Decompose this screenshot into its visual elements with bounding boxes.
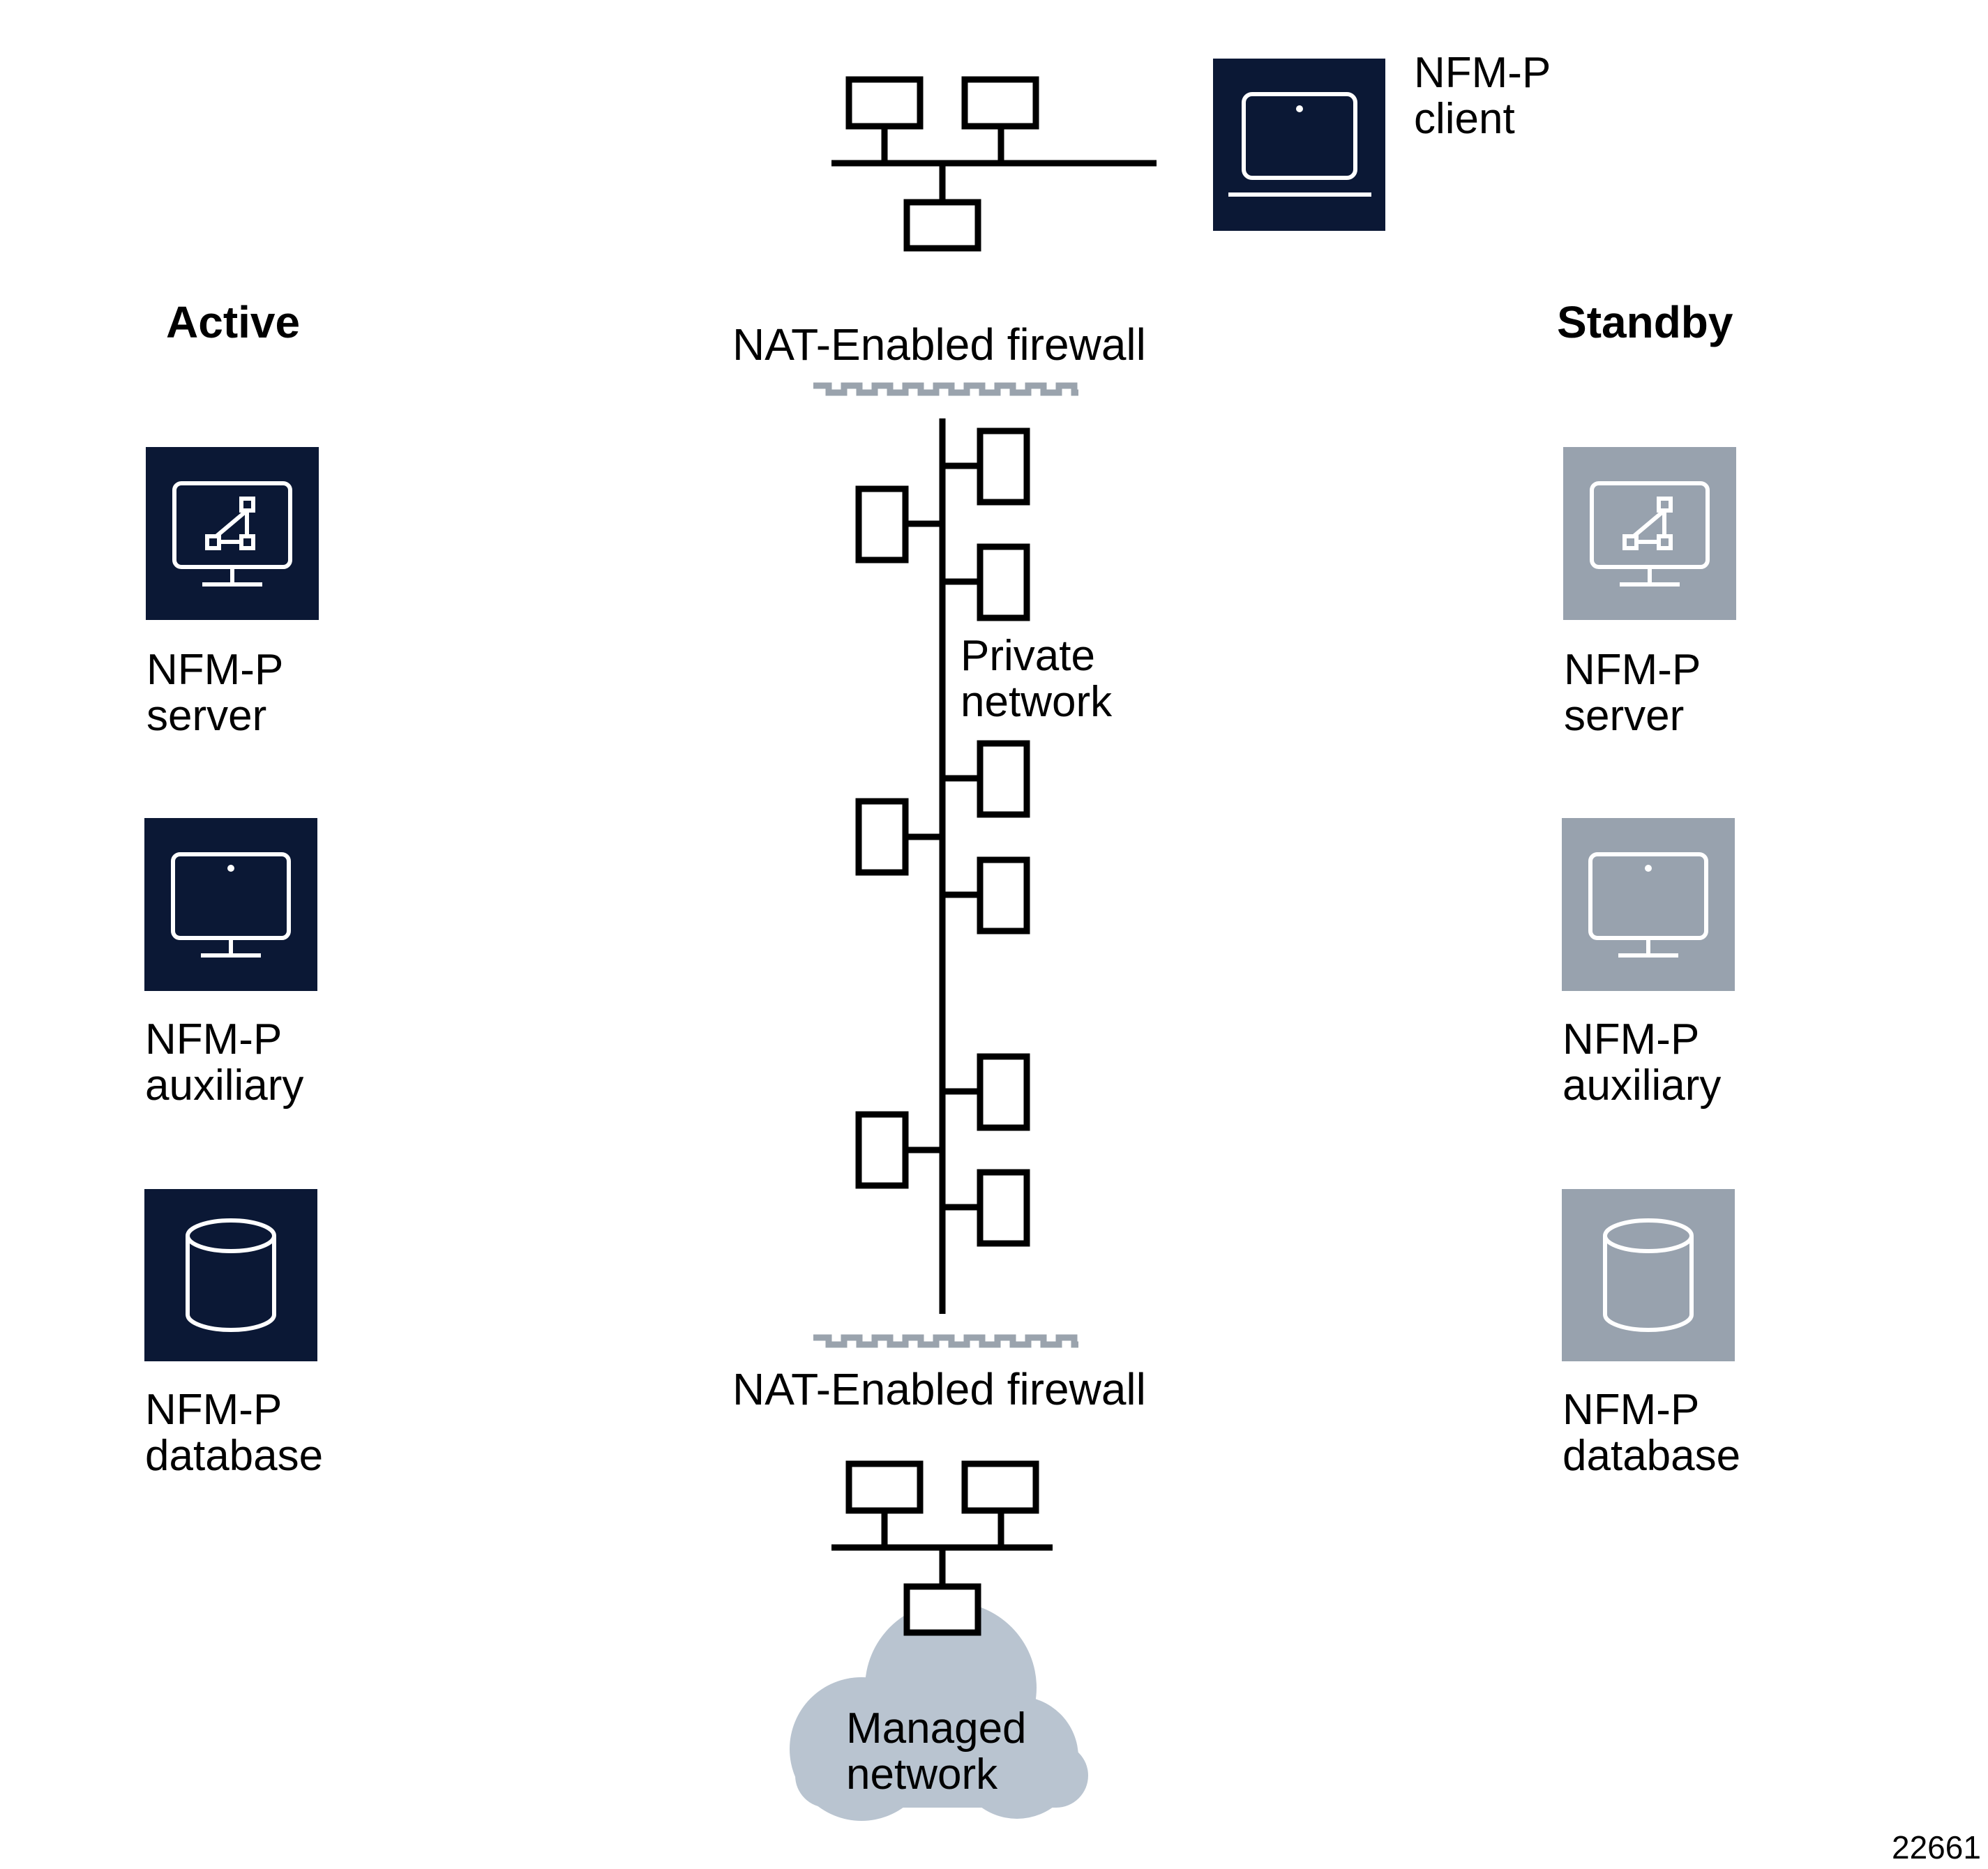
network-node — [977, 1053, 1030, 1131]
client-label-line1: NFM-P — [1414, 49, 1551, 97]
active-auxiliary-line1: NFM-P — [145, 1015, 283, 1064]
client-label: NFM-P client — [1414, 50, 1551, 142]
active-database-line1: NFM-P — [145, 1386, 283, 1434]
standby-database-label: NFM-P database — [1562, 1387, 1740, 1479]
managed-network-line2: network — [846, 1750, 998, 1799]
network-node — [855, 1111, 909, 1189]
network-node — [855, 798, 909, 876]
network-node — [855, 485, 909, 563]
firewall-bottom-label: NAT-Enabled firewall — [732, 1364, 1146, 1414]
managed-network-label: Managed network — [846, 1706, 1027, 1798]
active-auxiliary-tile — [144, 818, 317, 991]
client-label-line2: client — [1414, 95, 1515, 143]
standby-server-label: NFM-P server — [1564, 647, 1701, 739]
standby-database-tile — [1562, 1189, 1735, 1361]
active-heading: Active — [166, 297, 301, 347]
private-network — [855, 418, 1030, 1314]
network-node — [845, 1460, 924, 1514]
firewall-top-label: NAT-Enabled firewall — [732, 319, 1146, 370]
firewall-bottom-barrier — [813, 1334, 1078, 1348]
standby-database-line1: NFM-P — [1562, 1386, 1700, 1434]
private-network-line1: Private — [961, 632, 1095, 680]
standby-auxiliary-tile — [1562, 818, 1735, 991]
active-database-tile — [144, 1189, 317, 1361]
network-node — [977, 1169, 1030, 1247]
network-node — [977, 427, 1030, 506]
bottom-network-segment — [831, 1460, 1053, 1636]
standby-heading: Standby — [1557, 297, 1733, 347]
monitor-icon — [171, 852, 291, 958]
server-topology-icon — [172, 481, 292, 587]
standby-auxiliary-label: NFM-P auxiliary — [1562, 1017, 1721, 1109]
network-node — [961, 76, 1039, 130]
active-server-tile — [146, 447, 319, 620]
figure-number: 22661 — [1892, 1829, 1981, 1866]
standby-server-line2: server — [1564, 692, 1685, 740]
network-node — [977, 856, 1030, 934]
network-node — [845, 76, 924, 130]
standby-server-tile — [1563, 447, 1736, 620]
active-server-line1: NFM-P — [146, 646, 284, 694]
private-network-line2: network — [961, 678, 1113, 726]
standby-auxiliary-line1: NFM-P — [1562, 1015, 1700, 1064]
standby-server-line1: NFM-P — [1564, 646, 1701, 694]
active-server-label: NFM-P server — [146, 647, 283, 739]
private-network-label: Private network — [961, 633, 1112, 725]
top-network-segment — [831, 76, 1157, 252]
standby-auxiliary-line2: auxiliary — [1562, 1061, 1722, 1110]
active-auxiliary-line2: auxiliary — [145, 1061, 304, 1110]
managed-network-line1: Managed — [846, 1704, 1027, 1753]
client-tile — [1213, 59, 1385, 231]
network-node — [961, 1460, 1039, 1514]
managed-network-cloud — [790, 1602, 1088, 1821]
network-node — [903, 199, 981, 252]
firewall-top-barrier — [813, 382, 1078, 396]
monitor-icon — [1588, 852, 1708, 958]
network-node — [977, 740, 1030, 818]
database-icon — [186, 1218, 276, 1332]
network-node — [903, 1583, 981, 1636]
network-node — [977, 543, 1030, 621]
standby-database-line2: database — [1562, 1432, 1741, 1480]
active-auxiliary-label: NFM-P auxiliary — [145, 1017, 303, 1109]
active-database-line2: database — [145, 1432, 324, 1480]
active-server-line2: server — [146, 692, 267, 740]
server-topology-icon — [1590, 481, 1710, 587]
database-icon — [1603, 1218, 1694, 1332]
active-database-label: NFM-P database — [145, 1387, 323, 1479]
laptop-icon — [1228, 92, 1371, 197]
